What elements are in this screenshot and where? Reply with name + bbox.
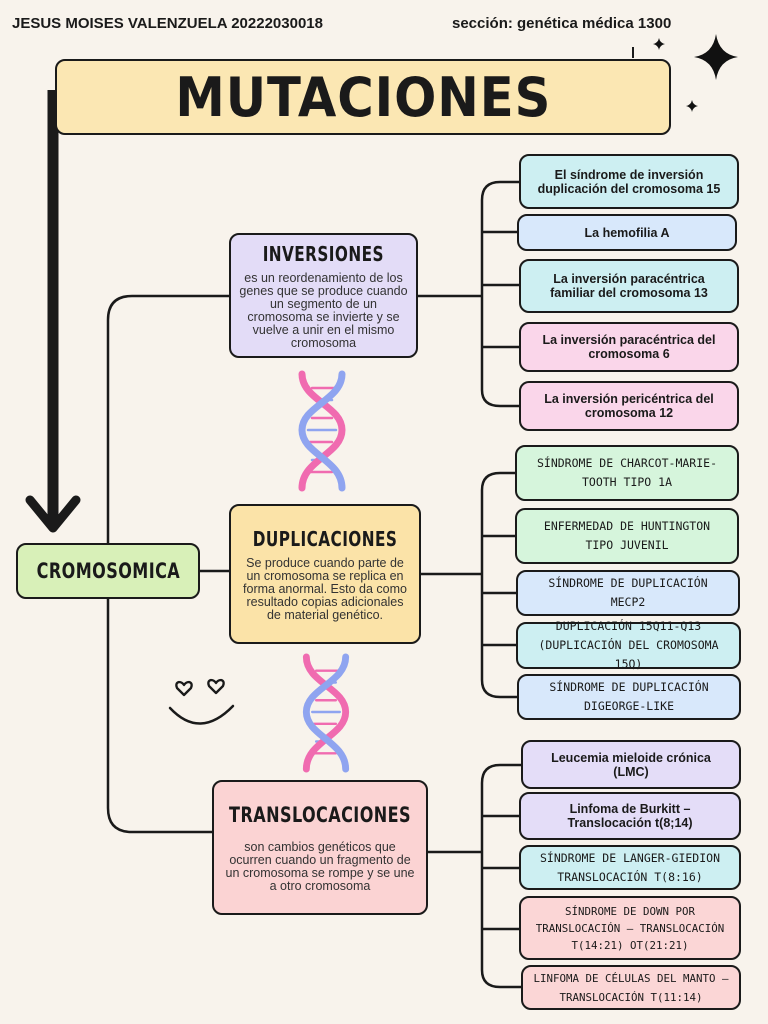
root-label: CROMOSOMICA — [36, 559, 180, 583]
example-item: SÍNDROME DE DUPLICACIÓN DIGEORGE-LIKE — [517, 674, 741, 720]
category-description: es un reordenamiento de los genes que se… — [239, 270, 408, 350]
dna-icon — [302, 653, 350, 773]
category-title: TRANSLOCACIONES — [229, 802, 411, 827]
root-node: CROMOSOMICA — [16, 543, 200, 599]
heart-eyes-icon — [175, 678, 225, 697]
example-item: Leucemia mieloide crónica (LMC) — [521, 740, 741, 789]
category-translocaciones: TRANSLOCACIONES son cambios genéticos qu… — [212, 780, 428, 915]
example-item: SÍNDROME DE DUPLICACIÓN MECP2 — [516, 570, 740, 616]
example-item: DUPLICACIÓN 15Q11-Q13 (DUPLICACIÓN DEL C… — [516, 619, 741, 671]
page-title: MUTACIONES — [175, 65, 551, 129]
category-description: Se produce cuando parte de un cromosoma … — [243, 555, 407, 622]
example-item: Linfoma de Burkitt – Translocación t(8;1… — [519, 792, 741, 840]
category-duplicaciones: DUPLICACIONES Se produce cuando parte de… — [229, 504, 421, 644]
example-item: La hemofilia A — [517, 214, 737, 251]
example-item: LINFOMA DE CÉLULAS DEL MANTO – TRANSLOCA… — [521, 965, 741, 1010]
example-item: La inversión pericéntrica del cromosoma … — [519, 381, 739, 431]
example-item: La inversión paracéntrica del cromosoma … — [519, 322, 739, 372]
down-arrow-icon — [25, 90, 81, 533]
example-item: SÍNDROME DE CHARCOT-MARIE-TOOTH TIPO 1A — [515, 445, 739, 501]
dna-icon — [298, 370, 346, 492]
section-label: sección: genética médica 1300 — [452, 15, 672, 32]
category-title: INVERSIONES — [262, 241, 385, 266]
example-item: SÍNDROME DE DOWN POR TRANSLOCACIÓN – TRA… — [519, 896, 741, 960]
title-box: MUTACIONES — [55, 59, 671, 135]
smiley-icon — [168, 678, 235, 725]
sparkle-icon — [653, 34, 738, 112]
category-title: DUPLICACIONES — [252, 526, 398, 551]
category-description: son cambios genéticos que ocurren cuando… — [225, 839, 415, 893]
example-item: SÍNDROME DE LANGER-GIEDION TRANSLOCACIÓN… — [519, 845, 741, 890]
example-item: ENFERMEDAD DE HUNTINGTON TIPO JUVENIL — [515, 508, 739, 564]
example-item: La inversión paracéntrica familiar del c… — [519, 259, 739, 313]
category-inversiones: INVERSIONES es un reordenamiento de los … — [229, 233, 418, 358]
example-item: El síndrome de inversión duplicación del… — [519, 154, 739, 209]
author-label: JESUS MOISES VALENZUELA 20222030018 — [12, 15, 323, 32]
